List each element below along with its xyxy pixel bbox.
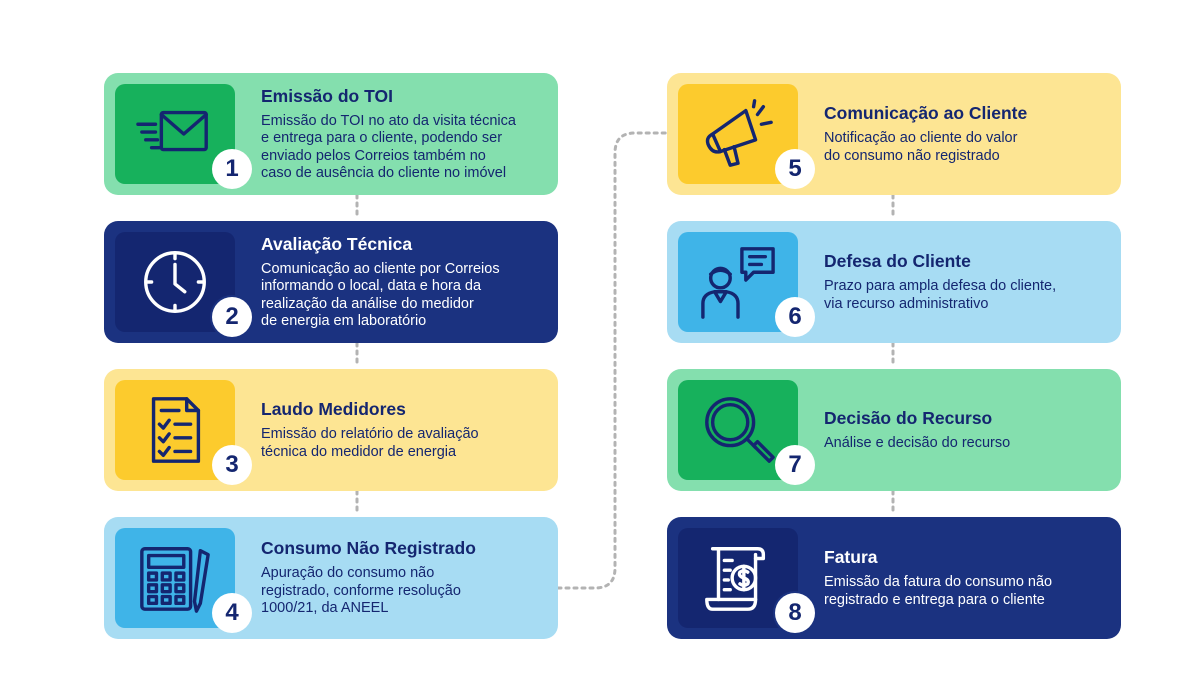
step-card-6: 6 Defesa do Cliente Prazo para ampla def… [667, 221, 1121, 343]
step-description: Comunicação ao cliente por Correios info… [261, 260, 500, 330]
step-number-badge: 4 [212, 593, 252, 633]
step-number-badge: 6 [775, 297, 815, 337]
step-card-1: 1 Emissão do TOI Emissão do TOI no ato d… [104, 73, 558, 195]
envelope-icon [136, 110, 208, 152]
step-number-badge: 8 [775, 593, 815, 633]
step-description: Emissão do TOI no ato da visita técnica … [261, 112, 516, 182]
step-description: Prazo para ampla defesa do cliente, via … [824, 278, 1057, 312]
step-title: Fatura [824, 547, 878, 567]
step-card-7: 7 Decisão do Recurso Análise e decisão d… [667, 369, 1121, 491]
step-card-4: 4 Consumo Não Registrado Apuração do con… [104, 517, 558, 639]
step-description: Apuração do consumo não registrado, conf… [261, 565, 461, 617]
step-description: Emissão da fatura do consumo não registr… [824, 574, 1053, 608]
step-number-badge: 5 [775, 149, 815, 189]
customer-chat-icon [701, 247, 775, 319]
magnifier-icon [705, 397, 775, 463]
step-number-badge: 3 [212, 445, 252, 485]
step-card-2: 2 Avaliação Técnica Comunicação ao clien… [104, 221, 558, 343]
step-title: Consumo Não Registrado [261, 538, 476, 559]
step-description: Emissão do relatório de avaliação técnic… [261, 426, 479, 460]
megaphone-icon [705, 99, 773, 167]
clock-icon [144, 251, 206, 313]
step-number-badge: 1 [212, 149, 252, 189]
step-title: Emissão do TOI [261, 85, 393, 106]
step-title: Avaliação Técnica [261, 233, 413, 254]
step-number-badge: 7 [775, 445, 815, 485]
step-description: Análise e decisão do recurso [824, 434, 1011, 451]
step-icon-box [115, 380, 235, 480]
step-number-badge: 2 [212, 297, 252, 337]
step-title: Decisão do Recurso [824, 407, 993, 428]
step-card-5: 5 Comunicação ao Cliente Notificação ao … [667, 73, 1121, 195]
step-title: Defesa do Cliente [824, 251, 971, 271]
checklist-icon [151, 397, 201, 463]
step-card-3: 3 Laudo Medidores Emissão do relatório d… [104, 369, 558, 491]
step-icon-box [678, 528, 798, 628]
step-icon-box [678, 232, 798, 332]
step-title: Laudo Medidores [261, 399, 406, 419]
calculator-icon [140, 547, 210, 613]
step-card-8: 8 Fatura Emissão da fatura do consumo nã… [667, 517, 1121, 639]
step-title: Comunicação ao Cliente [824, 103, 1028, 123]
invoice-icon [705, 547, 766, 611]
step-description: Notificação ao cliente do valor do consu… [824, 130, 1018, 164]
